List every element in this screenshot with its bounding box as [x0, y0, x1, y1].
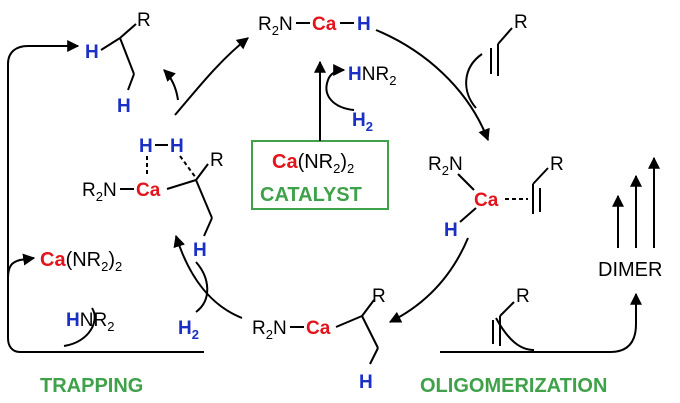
- h-atom-right: H: [170, 136, 184, 157]
- bond: [499, 301, 515, 317]
- r-group: R: [372, 286, 386, 307]
- bond: [361, 315, 379, 349]
- oligomerization-arrow: [440, 292, 642, 353]
- h-atom: H: [357, 14, 371, 35]
- bond: [203, 217, 213, 237]
- bond: [361, 299, 375, 317]
- ca-atom: Ca: [136, 180, 161, 201]
- cycle-arrow-complex-to-alkyl: [388, 237, 469, 323]
- bond-ca-c: [335, 315, 363, 328]
- bond-ca-h: [459, 207, 477, 223]
- ca-atom: Ca: [306, 318, 331, 339]
- bond: [195, 163, 209, 181]
- catalyst-formula: Ca(NR2​)2​: [272, 151, 354, 176]
- h2-to-hnr2-arrow: [325, 64, 355, 111]
- hnr2-byproduct: HNR2​: [348, 64, 396, 88]
- alkene-reagent-bottom: R: [492, 286, 530, 346]
- hnr2-entry-curve: [63, 307, 96, 347]
- r-group: R: [550, 154, 564, 175]
- ca-atom: Ca: [312, 14, 337, 35]
- r2n-label: R2​N: [252, 318, 287, 342]
- r-group: R: [514, 12, 528, 33]
- bond: [497, 27, 513, 45]
- hnr2-trap-reagent: HNR2​: [66, 310, 114, 334]
- bond-ca-c: [166, 179, 197, 190]
- h-atom-top: H: [85, 42, 99, 63]
- r2n-label: R2​N: [428, 154, 463, 178]
- r-group: R: [516, 286, 530, 307]
- catalyst-box: Ca(NR2​)2​ CATALYST: [251, 140, 389, 210]
- oligomerization-label: OLIGOMERIZATION: [420, 375, 607, 397]
- product-release-arrow: [163, 69, 179, 101]
- bond: [119, 23, 137, 39]
- bond: [369, 347, 379, 365]
- cycle-arrow-hydride-to-complex: [375, 29, 490, 142]
- alkene-entry-curve: [465, 53, 483, 109]
- bond-n-ca: [457, 173, 475, 191]
- r-group: R: [137, 10, 151, 31]
- trapping-branch-arrow: [7, 253, 36, 279]
- h-atom: H: [359, 372, 373, 393]
- alkene-entry-curve-bottom: [495, 317, 535, 351]
- alkane-product: H R H: [85, 10, 151, 117]
- cycle-arrow-alkyl-to-ts: [173, 234, 243, 319]
- bond: [532, 167, 549, 185]
- bond: [127, 73, 135, 91]
- cycle-arrow-ts-to-hydride: [174, 37, 249, 116]
- r-group: R: [210, 150, 224, 171]
- dimer-label: DIMER: [598, 259, 662, 281]
- bond: [100, 37, 121, 51]
- trapping-product-formula: Ca(NR2​)2​: [40, 249, 122, 274]
- dashed-bond-h-c: [179, 155, 197, 179]
- bond: [195, 179, 213, 219]
- calcium-hydride-species: R2​N Ca H: [258, 14, 371, 38]
- bond: [119, 37, 135, 75]
- alkene-complex: R2​N Ca H R: [428, 154, 564, 241]
- r2n-label: R2​N: [258, 14, 293, 38]
- trapping-loop-arrow: [7, 40, 204, 353]
- h-atom-bottom: H: [117, 96, 131, 117]
- catalyst-label: CATALYST: [260, 184, 362, 206]
- h-atom: H: [444, 220, 458, 241]
- h2-entry-curve: [195, 261, 209, 313]
- h2-reagent: H2​: [178, 318, 199, 342]
- alkene-reagent-top: R: [490, 12, 528, 76]
- ca-atom: Ca: [474, 190, 499, 211]
- alkyl-calcium-species: R2​N Ca R H: [252, 286, 386, 393]
- h2-reagent: H2​: [352, 110, 373, 134]
- r2n-label: R2​N: [82, 180, 117, 204]
- transition-state: H H R2​N Ca R H: [82, 136, 224, 261]
- h-atom-left: H: [139, 136, 153, 157]
- h-atom-bottom: H: [193, 240, 207, 261]
- trapping-label: TRAPPING: [40, 375, 143, 397]
